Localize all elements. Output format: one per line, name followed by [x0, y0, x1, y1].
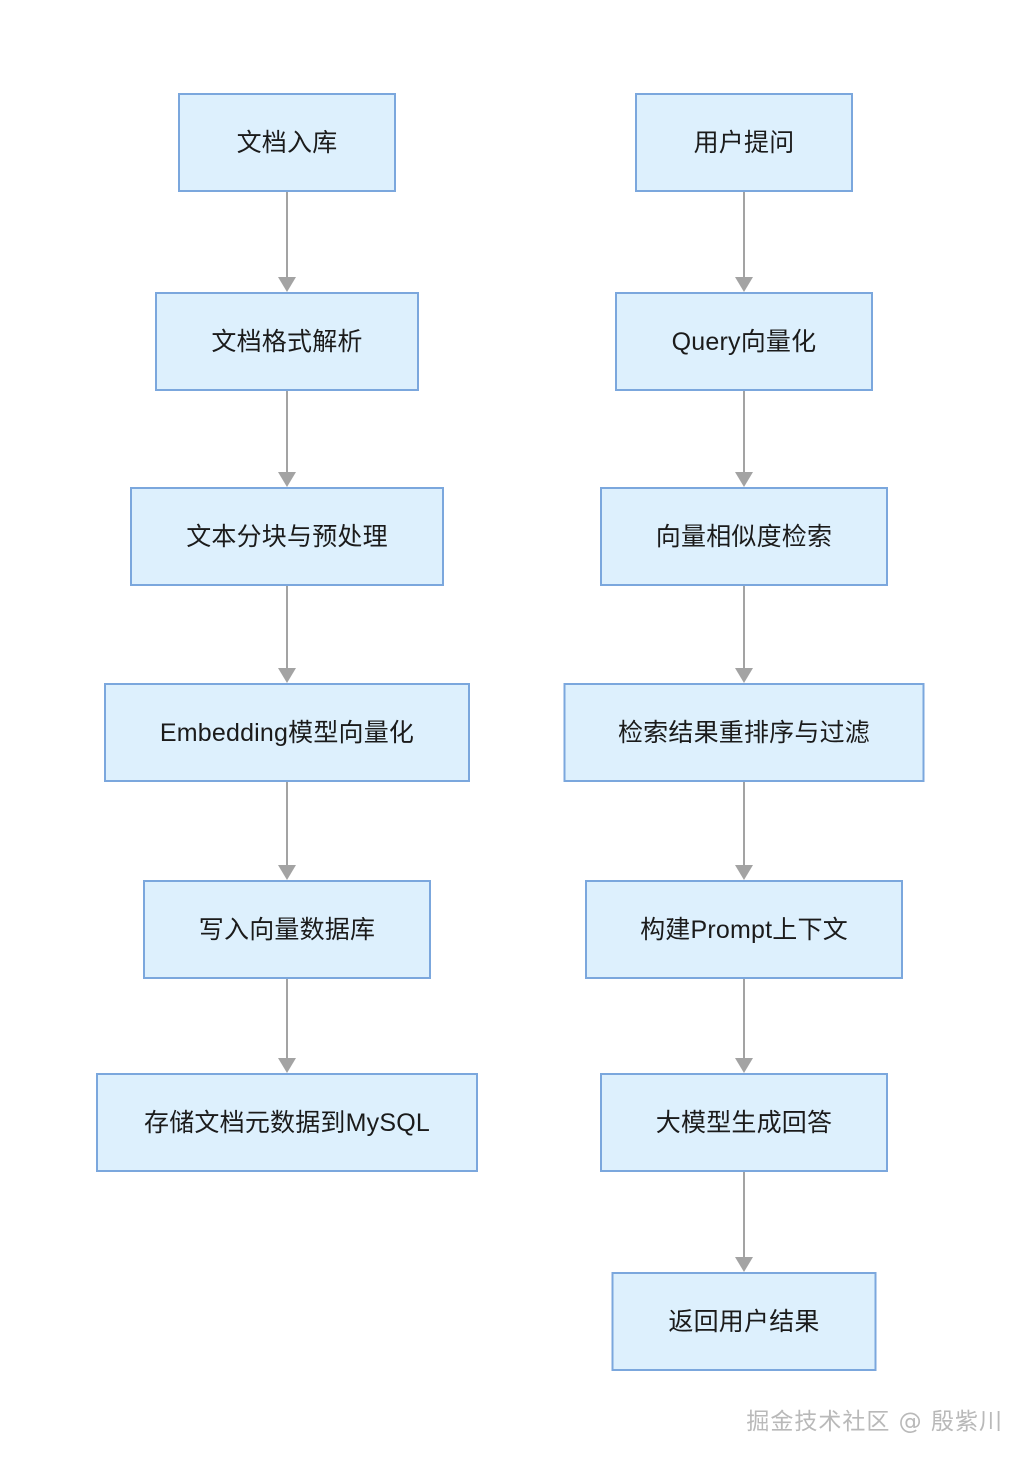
flow-node-user-question[interactable]: 用户提问 [635, 93, 853, 192]
arrow-question-to-queryemb-arrow-icon [735, 192, 753, 292]
flow-node-label: 存储文档元数据到MySQL [144, 1108, 430, 1137]
arrow-rerank-to-prompt-arrow-icon [735, 782, 753, 880]
flow-node-doc-parse[interactable]: 文档格式解析 [155, 292, 419, 391]
arrow-shaft [286, 192, 288, 279]
flow-node-query-embedding[interactable]: Query向量化 [615, 292, 873, 391]
flow-node-label: Query向量化 [671, 327, 817, 356]
arrow-chunk-to-embedding-arrow-icon [278, 586, 296, 683]
arrow-shaft [286, 391, 288, 474]
watermark: 掘金技术社区 @ 殷紫川 [746, 1409, 1003, 1435]
flow-node-return-result[interactable]: 返回用户结果 [611, 1272, 877, 1371]
flow-node-text-chunk[interactable]: 文本分块与预处理 [130, 487, 444, 586]
arrow-head-icon [735, 472, 753, 487]
arrow-head-icon [735, 1257, 753, 1272]
arrow-head-icon [278, 668, 296, 683]
flow-node-label: 文档入库 [236, 128, 338, 157]
flow-node-label: 大模型生成回答 [655, 1108, 833, 1137]
flow-node-label: Embedding模型向量化 [159, 718, 415, 747]
flow-node-embedding-model[interactable]: Embedding模型向量化 [104, 683, 470, 782]
flow-node-label: 用户提问 [693, 128, 795, 157]
arrow-prompt-to-llm-arrow-icon [735, 979, 753, 1073]
arrow-shaft [743, 782, 745, 867]
arrow-llm-to-return-arrow-icon [735, 1172, 753, 1272]
flow-node-label: 写入向量数据库 [198, 915, 376, 944]
flow-node-label: 构建Prompt上下文 [640, 915, 848, 944]
arrow-queryemb-to-search-arrow-icon [735, 391, 753, 487]
flow-node-doc-ingest[interactable]: 文档入库 [178, 93, 396, 192]
flow-node-label: 向量相似度检索 [655, 522, 833, 551]
arrow-parse-to-chunk-arrow-icon [278, 391, 296, 487]
arrow-head-icon [278, 1058, 296, 1073]
arrow-shaft [743, 391, 745, 474]
arrow-head-icon [735, 277, 753, 292]
arrow-head-icon [278, 472, 296, 487]
arrow-head-icon [278, 865, 296, 880]
flow-node-rerank-filter[interactable]: 检索结果重排序与过滤 [563, 683, 925, 782]
arrow-ingest-to-parse-arrow-icon [278, 192, 296, 292]
arrow-vectordb-to-metadata-arrow-icon [278, 979, 296, 1073]
flow-node-llm-generate[interactable]: 大模型生成回答 [600, 1073, 888, 1172]
flow-node-build-prompt[interactable]: 构建Prompt上下文 [585, 880, 903, 979]
arrow-shaft [743, 192, 745, 279]
arrow-head-icon [735, 668, 753, 683]
arrow-shaft [286, 586, 288, 670]
flow-node-write-vector-db[interactable]: 写入向量数据库 [143, 880, 431, 979]
flow-node-vector-search[interactable]: 向量相似度检索 [600, 487, 888, 586]
flow-node-label: 文档格式解析 [211, 327, 363, 356]
flow-node-label: 文本分块与预处理 [186, 522, 388, 551]
flow-node-label: 返回用户结果 [668, 1307, 820, 1336]
flow-node-label: 检索结果重排序与过滤 [617, 718, 870, 747]
arrow-shaft [286, 979, 288, 1060]
arrow-head-icon [278, 277, 296, 292]
arrow-head-icon [735, 1058, 753, 1073]
arrow-embedding-to-vectordb-arrow-icon [278, 782, 296, 880]
flow-node-store-metadata[interactable]: 存储文档元数据到MySQL [96, 1073, 478, 1172]
arrow-shaft [286, 782, 288, 867]
arrow-search-to-rerank-arrow-icon [735, 586, 753, 683]
arrow-shaft [743, 586, 745, 670]
arrow-shaft [743, 1172, 745, 1259]
arrow-shaft [743, 979, 745, 1060]
arrow-head-icon [735, 865, 753, 880]
